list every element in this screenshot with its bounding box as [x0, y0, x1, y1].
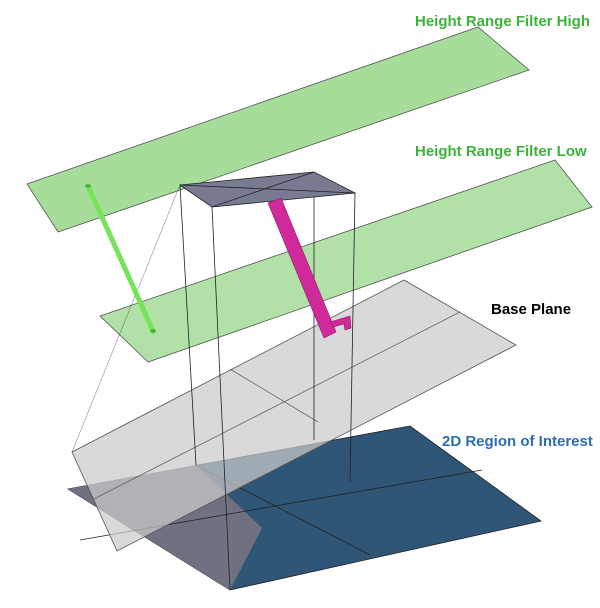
box-edge: [179, 184, 197, 466]
label-base-plane: Base Plane: [491, 301, 572, 318]
green-column-bottom: [150, 329, 156, 333]
box-edge: [211, 206, 231, 591]
base-grid-line: [229, 368, 319, 423]
magenta-column: [267, 197, 337, 339]
height-filter-high-plane: [26, 26, 530, 233]
top-cap-line: [211, 171, 315, 208]
height-filter-low-plane: [99, 159, 593, 363]
box-edge: [71, 184, 181, 453]
base-plane: [71, 279, 517, 552]
green-column-top: [85, 184, 91, 188]
box-edge: [349, 192, 356, 483]
label-height-filter-low: Height Range Filter Low: [415, 143, 587, 160]
label-height-filter-high: Height Range Filter High: [415, 13, 591, 30]
magenta-hook: [329, 315, 352, 331]
green-column: [85, 183, 156, 334]
label-roi: 2D Region of Interest: [442, 433, 593, 450]
top-cap-line: [179, 184, 356, 194]
base-grid-line: [91, 311, 461, 501]
